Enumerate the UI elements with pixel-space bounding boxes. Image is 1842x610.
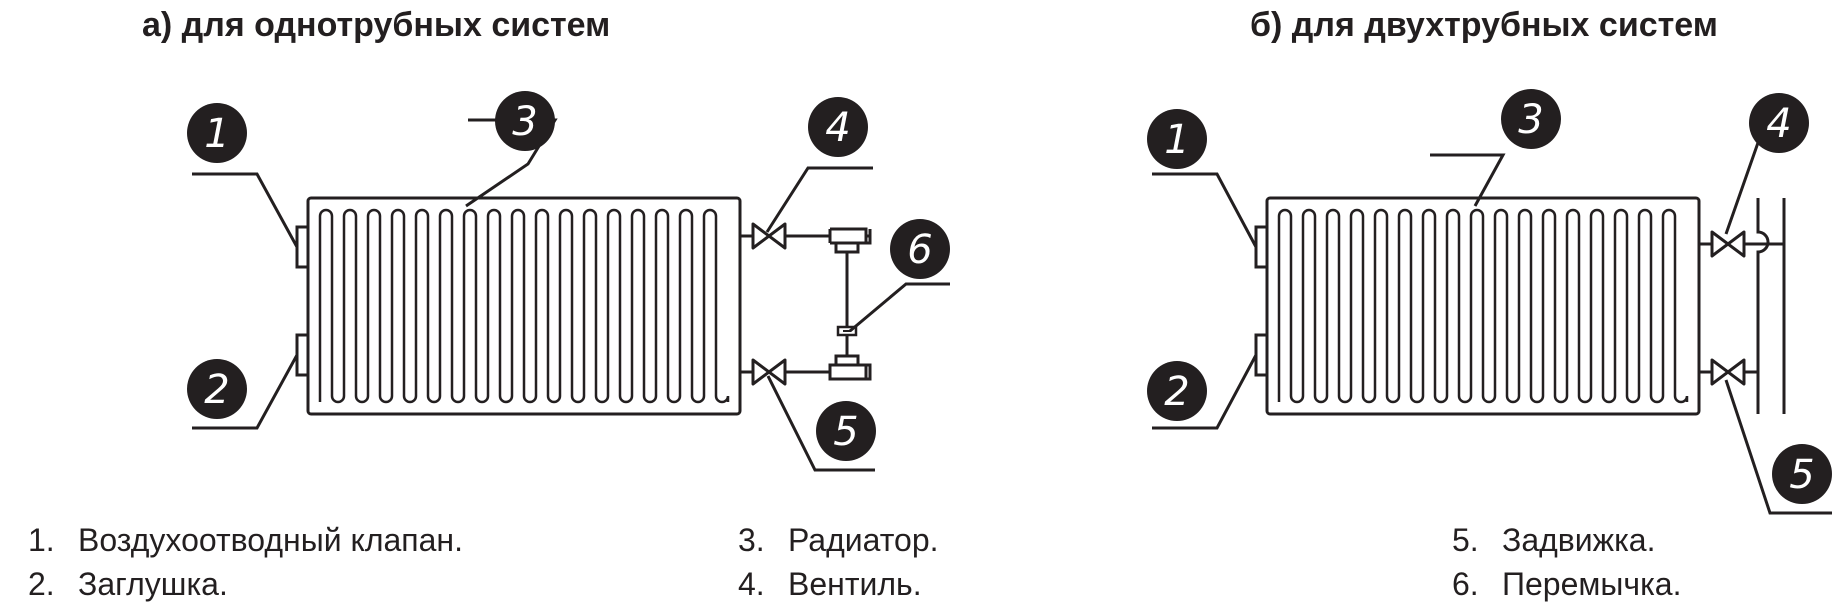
diagram-b-title: б) для двухтрубных систем	[1250, 6, 1718, 44]
callout-b-3: 3	[1501, 89, 1561, 149]
svg-text:6: 6	[907, 227, 932, 273]
svg-text:2: 2	[1164, 369, 1189, 415]
tee-bottom-a	[828, 354, 872, 381]
callout-b-5: 5	[1772, 444, 1832, 504]
radiator-b-body	[1265, 196, 1701, 416]
callout-a-4: 4	[808, 97, 868, 157]
svg-text:5: 5	[1789, 452, 1814, 498]
legend-item-3: 3.Радиатор.	[738, 522, 939, 558]
svg-text:1: 1	[204, 111, 229, 157]
plug-b	[1254, 333, 1269, 377]
callout-a-2: 2	[187, 359, 247, 419]
svg-text:4: 4	[825, 105, 850, 151]
diagram-b	[1254, 196, 1786, 416]
diagram-a-title: а) для однотрубных систем	[142, 6, 611, 44]
legend-item-6: 6.Перемычка.	[1452, 566, 1682, 602]
legend-item-1: 1.Воздухоотводный клапан.	[28, 522, 463, 558]
riser-supply-b	[1756, 198, 1770, 414]
callout-a-3: 3	[495, 91, 555, 151]
callout-a-1: 1	[187, 103, 247, 163]
radiator-a-body	[306, 196, 742, 416]
legend-item-5: 5.Задвижка.	[1452, 522, 1656, 558]
legend-item-2: 2.Заглушка.	[28, 566, 228, 602]
svg-text:3: 3	[512, 99, 537, 145]
tee-top-a	[828, 227, 872, 254]
callout-b-2: 2	[1147, 361, 1207, 421]
legend-item-4: 4.Вентиль.	[738, 566, 922, 602]
air-valve-a	[295, 225, 310, 269]
callout-a-6: 6	[890, 219, 950, 279]
valve-top-b	[1710, 230, 1746, 258]
leaders-b	[1152, 135, 1832, 515]
svg-text:2: 2	[204, 367, 229, 413]
air-valve-b	[1254, 225, 1269, 269]
svg-text:1: 1	[1164, 117, 1189, 163]
callout-b-4: 4	[1749, 93, 1809, 153]
callout-a-5: 5	[816, 401, 876, 461]
svg-text:5: 5	[833, 409, 858, 455]
valve-bottom-b	[1710, 358, 1746, 386]
plug-a	[295, 333, 310, 377]
svg-text:4: 4	[1766, 101, 1791, 147]
radiator-a-fins	[318, 208, 730, 404]
svg-text:3: 3	[1518, 97, 1543, 143]
callout-b-1: 1	[1147, 109, 1207, 169]
radiator-b-fins	[1277, 208, 1689, 404]
